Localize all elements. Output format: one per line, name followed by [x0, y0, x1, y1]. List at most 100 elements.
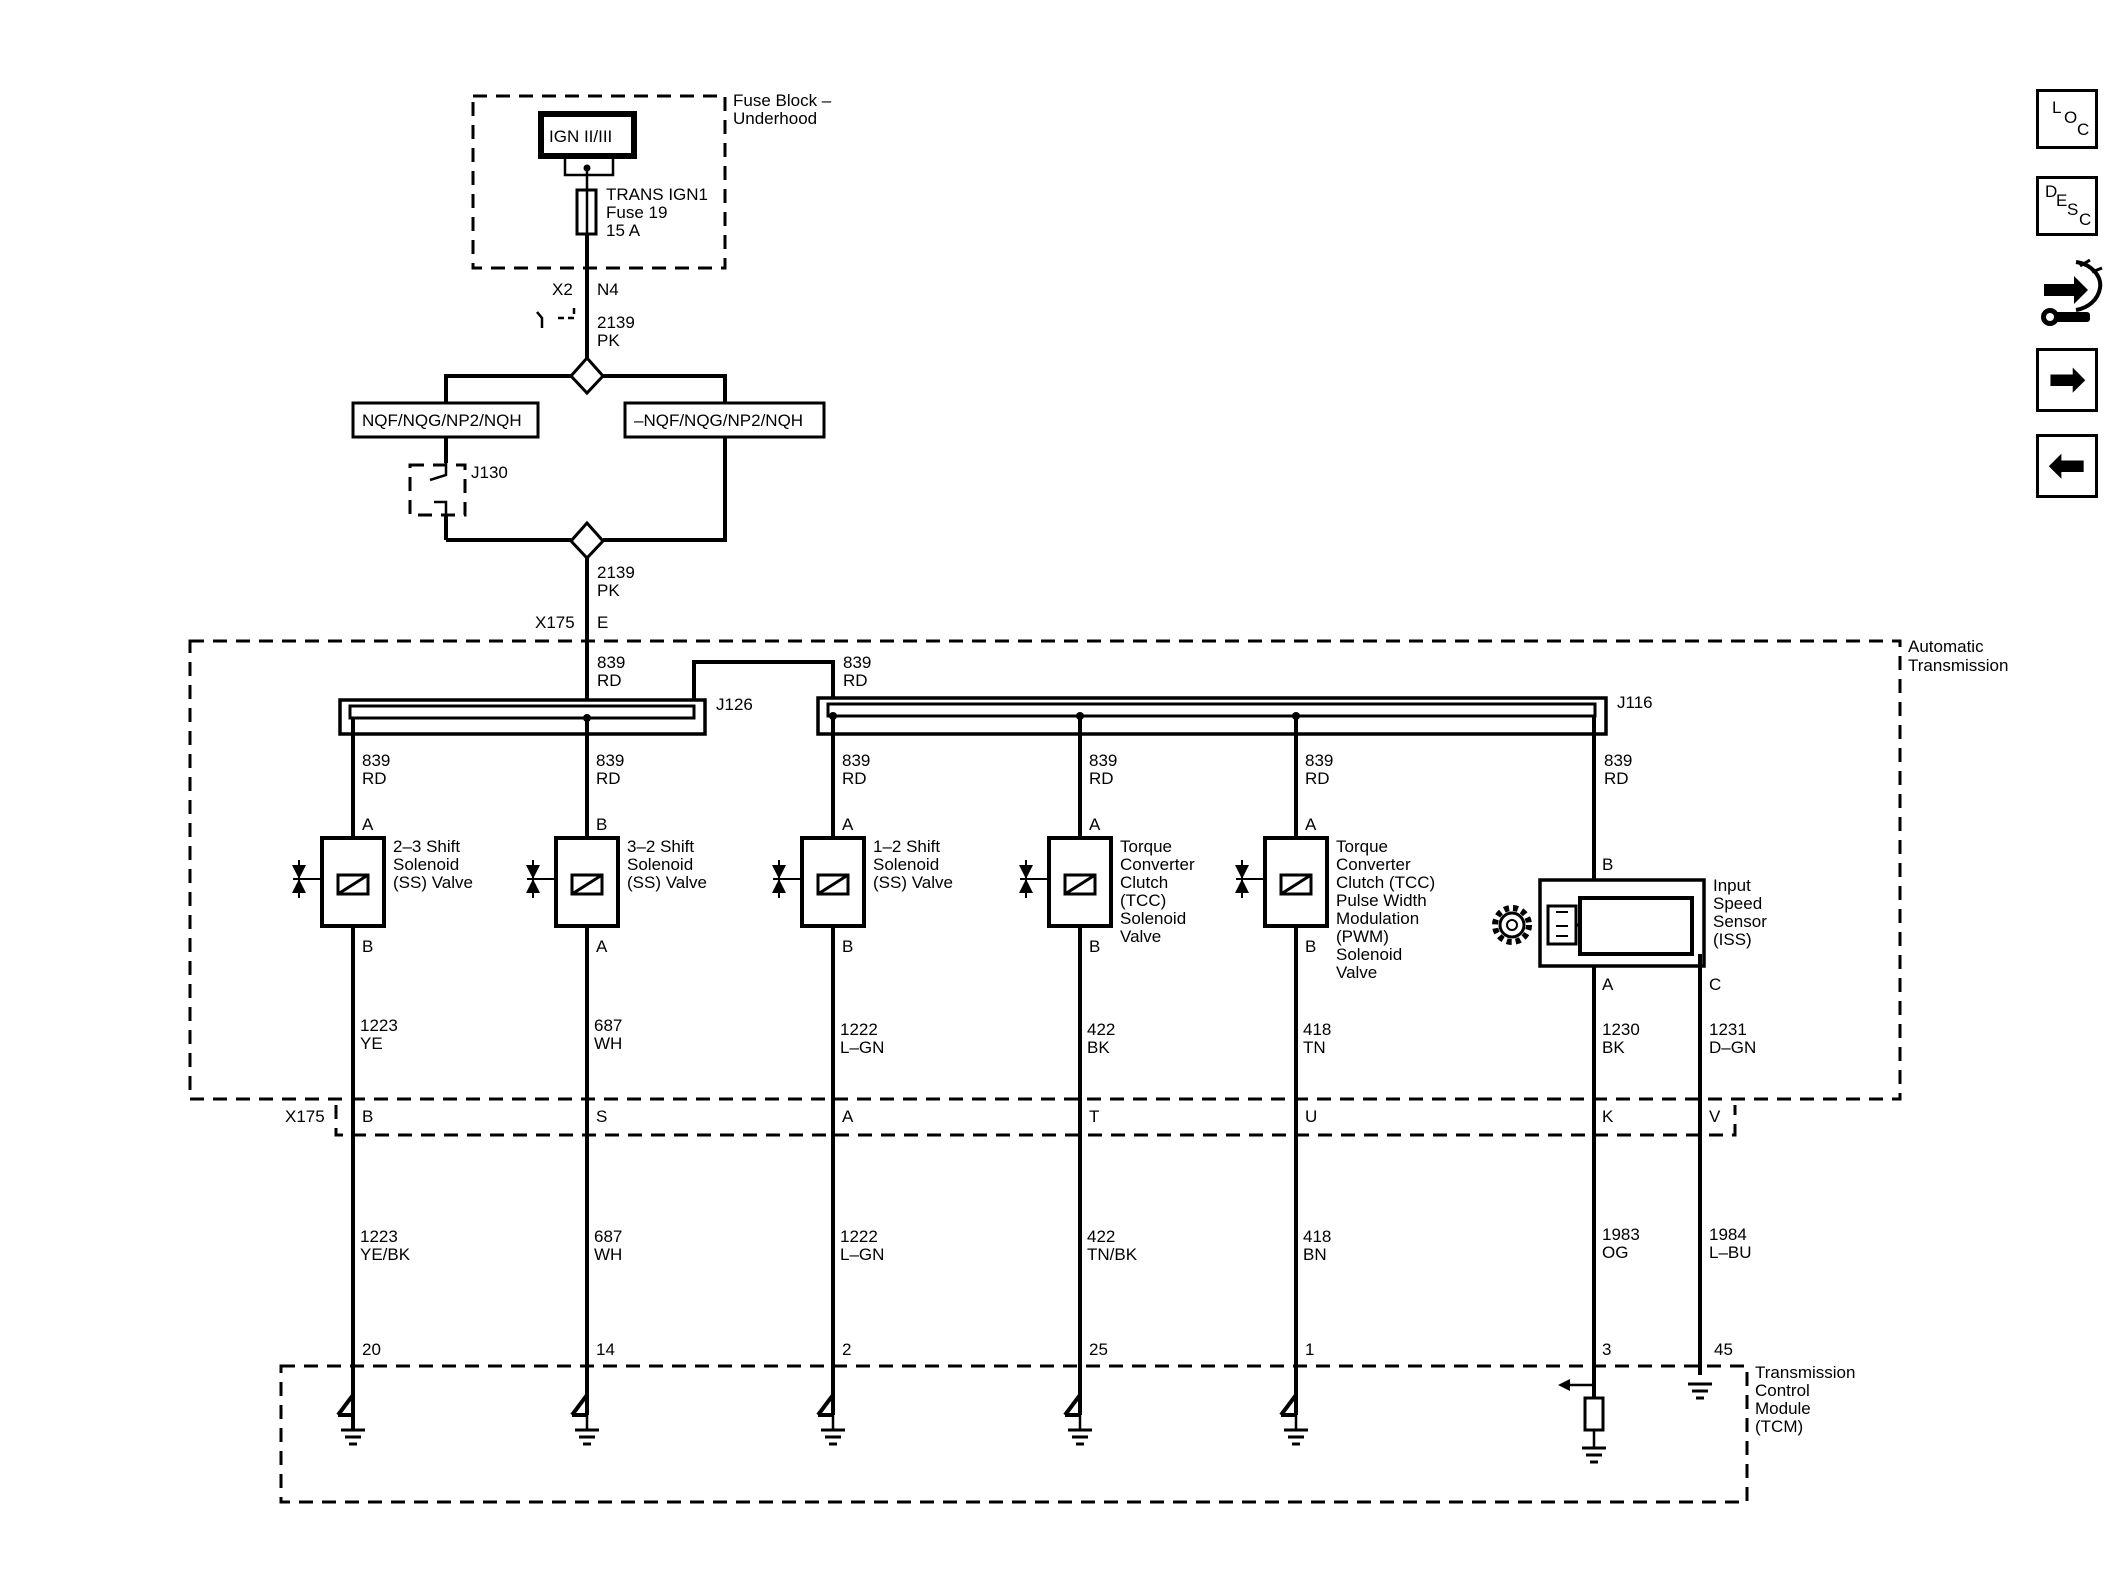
- fuse-name: TRANS IGN1: [606, 185, 708, 204]
- option-box-left: [351, 401, 540, 439]
- j130-jumper: [408, 463, 467, 517]
- option-left-label: NQF/NQG/NP2/NQH: [362, 411, 522, 430]
- tcc-name-2: Converter: [1120, 855, 1195, 874]
- ss23-inner-color: YE: [360, 1034, 383, 1053]
- tcc-inner-color: BK: [1087, 1038, 1110, 1057]
- iss-name-3: Sensor: [1713, 912, 1767, 931]
- ss12-outer-circuit: 1222: [840, 1227, 878, 1246]
- ss12-top-pin: A: [842, 815, 854, 834]
- iss-name-4: (ISS): [1713, 930, 1752, 949]
- desc-letter-s: S: [2067, 200, 2079, 219]
- tcc-bottom-pin: B: [1089, 937, 1100, 956]
- tcc-feed-circuit: 839: [1089, 751, 1117, 770]
- ss12-name-2: Solenoid: [873, 855, 939, 874]
- iss-a-x175-pin: K: [1602, 1107, 1614, 1126]
- connector-wrench-button[interactable]: [2036, 256, 2106, 334]
- iss-c-outer-color: L–BU: [1709, 1243, 1752, 1262]
- loc-letter-o: O: [2064, 108, 2078, 127]
- solenoid-tcc: 839 RD A Torque Converter Clutch (TCC) S…: [1019, 716, 1195, 1415]
- tcc-name-1: Torque: [1120, 837, 1172, 856]
- x175-bottom-connector: X175: [285, 1105, 1737, 1137]
- tccpwm-name-6: (PWM): [1336, 927, 1389, 946]
- next-page-button[interactable]: ➡: [2036, 348, 2098, 412]
- iss-name-2: Speed: [1713, 894, 1762, 913]
- tcc-name-5: Solenoid: [1120, 909, 1186, 928]
- bus-right-circuit: 839: [843, 653, 871, 672]
- iss-a-inner-color: BK: [1602, 1038, 1625, 1057]
- transmission-title-2: Transmission: [1908, 656, 2008, 675]
- x2-connector-label: X2: [552, 280, 573, 299]
- iss-feed-color: RD: [1604, 769, 1629, 788]
- ss23-outer-color: YE/BK: [360, 1245, 411, 1264]
- fuse-rating: 15 A: [606, 221, 641, 240]
- fuse-block: Fuse Block – Underhood IGN II/III TRANS …: [471, 91, 832, 270]
- desc-letter-d: D: [2045, 182, 2058, 201]
- ss23-name-2: Solenoid: [393, 855, 459, 874]
- arrow-left-icon: ⬅: [2048, 441, 2086, 490]
- tcc-name-4: (TCC): [1120, 891, 1166, 910]
- solenoid-3-2-shift: 839 RD B 3–2 Shift Solenoid (SS) Valve A…: [526, 718, 707, 1415]
- tccpwm-name-7: Solenoid: [1336, 945, 1402, 964]
- connector-wrench-icon: [2041, 258, 2103, 326]
- j116-bus-bar: [826, 702, 1597, 718]
- j116-label: J116: [1617, 693, 1653, 712]
- loc-icon: L O C: [2039, 92, 2095, 146]
- splice-diamond-bottom: [568, 520, 606, 561]
- tcc-name-3: Clutch: [1120, 873, 1168, 892]
- iss-c-outer-circuit: 1984: [1709, 1225, 1747, 1244]
- previous-page-button[interactable]: ⬅: [2036, 434, 2098, 498]
- fuse-block-title-2: Underhood: [733, 109, 817, 128]
- feed-lower-circuit: 2139: [597, 563, 635, 582]
- ss32-name-1: 3–2 Shift: [627, 837, 694, 856]
- ss12-outer-color: L–GN: [840, 1245, 884, 1264]
- iss-a-outer-circuit: 1983: [1602, 1225, 1640, 1244]
- desc-letter-e: E: [2056, 191, 2068, 210]
- ss32-name-2: Solenoid: [627, 855, 693, 874]
- tccpwm-top-pin: A: [1305, 815, 1317, 834]
- tccpwm-name-1: Torque: [1336, 837, 1388, 856]
- desc-letter-c: C: [2079, 210, 2092, 229]
- tcm-name-3: Module: [1755, 1399, 1811, 1418]
- ss23-inner-circuit: 1223: [360, 1016, 398, 1035]
- tcc-tcm-pin: 25: [1089, 1340, 1108, 1359]
- tcc-name-6: Valve: [1120, 927, 1161, 946]
- j126-bus-bar: [348, 704, 696, 720]
- splice-diamond-top: [568, 355, 606, 396]
- tccpwm-name-2: Converter: [1336, 855, 1411, 874]
- ss12-feed-circuit: 839: [842, 751, 870, 770]
- location-button[interactable]: L O C: [2036, 89, 2098, 149]
- ss32-tcm-pin: 14: [596, 1340, 615, 1359]
- iss-c-x175-pin: V: [1709, 1107, 1721, 1126]
- fuse-number: Fuse 19: [606, 203, 667, 222]
- tccpwm-name-5: Modulation: [1336, 909, 1419, 928]
- description-button[interactable]: D E S C: [2036, 176, 2098, 236]
- ss32-feed-color: RD: [596, 769, 621, 788]
- ss12-name-1: 1–2 Shift: [873, 837, 940, 856]
- tccpwm-name-4: Pulse Width: [1336, 891, 1427, 910]
- ss32-outer-color: WH: [594, 1245, 622, 1264]
- automatic-transmission-boundary: [188, 639, 1902, 1101]
- tcc-x175-pin: T: [1089, 1107, 1099, 1126]
- transmission-title: Automatic: [1908, 637, 1984, 656]
- tcc-outer-circuit: 422: [1087, 1227, 1115, 1246]
- ss23-x175-pin: B: [362, 1107, 373, 1126]
- iss-pin-a: A: [1602, 975, 1614, 994]
- iss-pin-c: C: [1709, 975, 1721, 994]
- tcc-feed-color: RD: [1089, 769, 1114, 788]
- ss12-name-3: (SS) Valve: [873, 873, 953, 892]
- ss32-feed-circuit: 839: [596, 751, 624, 770]
- tccpwm-outer-color: BN: [1303, 1245, 1327, 1264]
- ss23-tcm-pin: 20: [362, 1340, 381, 1359]
- tcm-low-side-drivers: [336, 1379, 1712, 1464]
- iss-name-1: Input: [1713, 876, 1751, 895]
- x2-pin: N4: [597, 280, 619, 299]
- ss23-name-3: (SS) Valve: [393, 873, 473, 892]
- tcm-name-1: Transmission: [1755, 1363, 1855, 1382]
- loc-letter-l: L: [2052, 98, 2062, 117]
- arrow-right-icon: ➡: [2048, 355, 2086, 404]
- tccpwm-feed-color: RD: [1305, 769, 1330, 788]
- ss23-feed-circuit: 839: [362, 751, 390, 770]
- iss-a-tcm-pin: 3: [1602, 1340, 1611, 1359]
- x2-break-left: [536, 311, 544, 328]
- iss-a-outer-color: OG: [1602, 1243, 1628, 1262]
